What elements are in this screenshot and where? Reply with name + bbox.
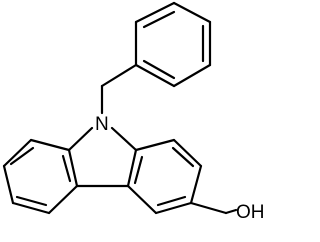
double-bond-inner [142,59,176,80]
nitrogen-atom-label: N [95,114,109,135]
bond [172,1,212,24]
bond [100,63,138,88]
bond [2,138,33,168]
double-bond-inner [142,10,176,29]
right-benzene-ring [126,138,203,215]
bond [189,201,228,215]
methylene-linker [100,63,138,115]
bond [134,63,176,88]
chemical-structure: N OH [2,1,265,223]
bond [189,164,203,205]
bond [126,184,158,215]
double-bond-inner [15,195,48,207]
hydroxyl-atom-label: OH [236,202,265,223]
bond [67,148,79,188]
double-bond-inner [133,155,144,185]
bond [11,201,51,215]
bond [134,138,176,152]
bond [134,1,176,24]
bond [154,201,193,215]
bond [224,208,238,215]
pyrrole-ring [67,126,138,188]
bond [67,126,94,152]
bond [47,184,79,215]
left-benzene-ring [2,138,79,215]
bond [172,138,203,168]
benzyl-phenyl-ring [134,1,212,88]
bond [29,138,71,152]
double-bond-inner [61,154,72,183]
double-bond-inner [171,146,195,168]
double-bond-inner [156,195,187,207]
bond [172,63,212,88]
hydroxymethyl-group [189,201,238,215]
double-bond-inner [9,146,35,166]
bond [126,148,138,188]
bond [110,126,138,152]
bond [2,164,15,205]
